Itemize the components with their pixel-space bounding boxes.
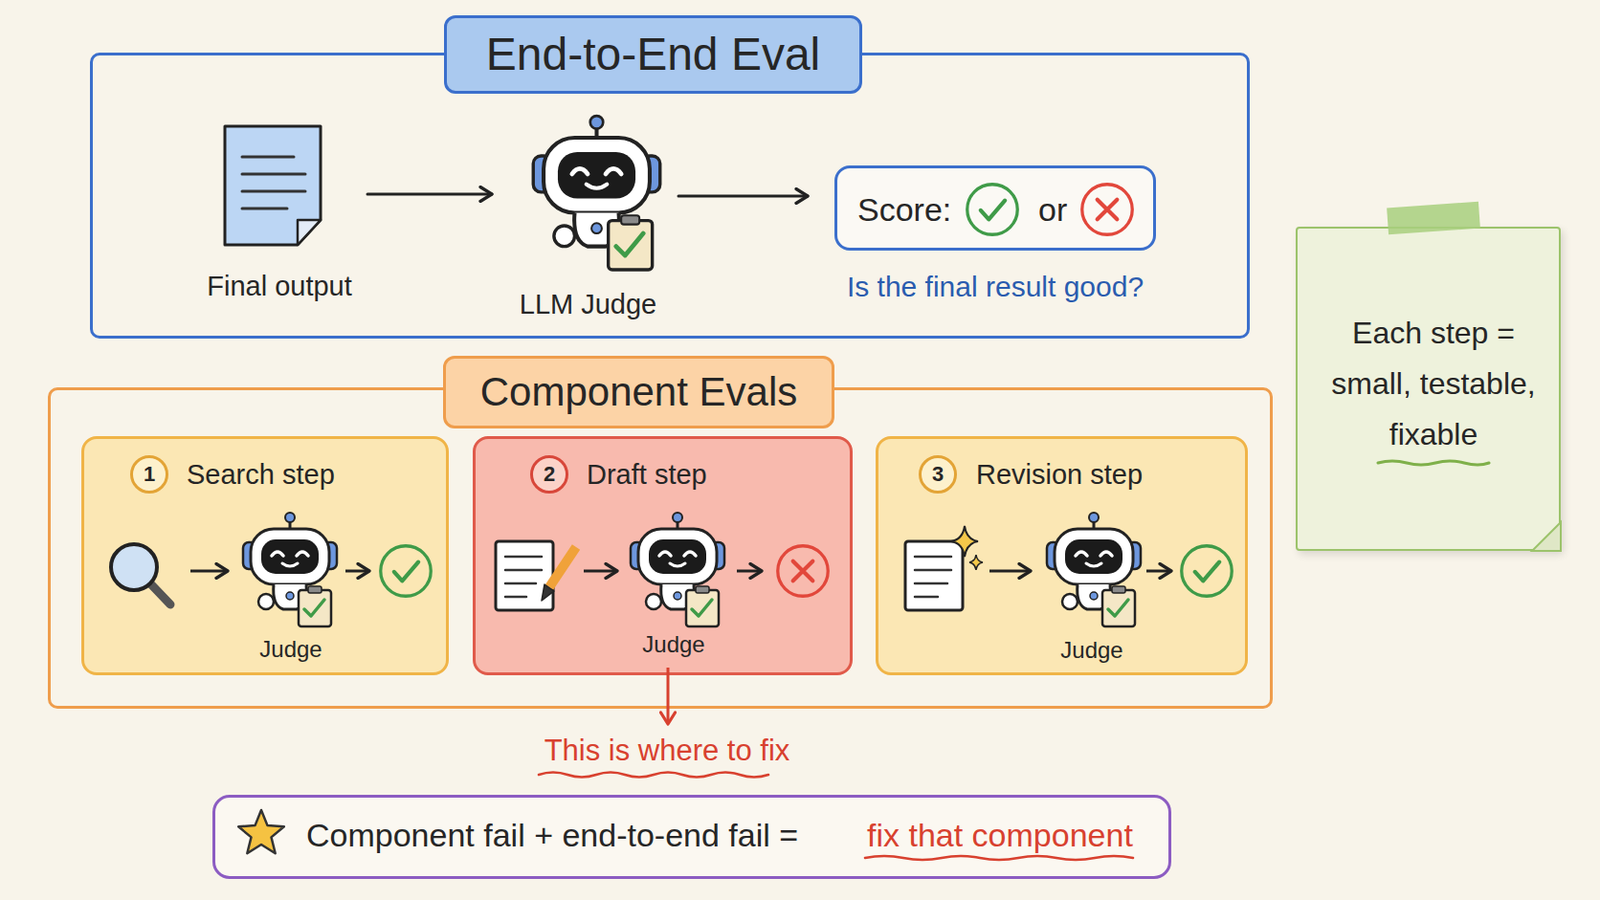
output-document: Final output — [191, 110, 368, 307]
node-text: 2 — [533, 461, 566, 489]
judge-robot: Judge — [234, 505, 348, 664]
node-text: Score: — [857, 189, 963, 231]
node-text: Judge — [1035, 636, 1149, 666]
flow-arrow — [367, 193, 492, 197]
document-icon — [224, 126, 321, 245]
llm-judge: LLM Judge — [497, 105, 679, 321]
sticky-note: Each step = small, testable, fixable — [1295, 226, 1561, 552]
score-box: Score: or — [834, 165, 1156, 251]
rule-box: Component fail + end-to-end fail = fix th… — [212, 795, 1172, 880]
annotation-label: This is where to fix — [523, 732, 811, 770]
robot-judge-icon — [533, 115, 660, 270]
node-text: Component fail + end-to-end fail = — [306, 815, 852, 857]
judge-robot: Judge — [1035, 505, 1149, 664]
node-text: Judge — [234, 635, 348, 665]
node-text: Search step — [186, 457, 417, 492]
wavy-underline — [538, 773, 769, 778]
step-box-failing: Draft step 2Judge — [472, 436, 853, 676]
document-fold — [297, 220, 321, 245]
annotation-label: Is the final result good? — [822, 268, 1168, 306]
judge-robot: Judge — [617, 505, 731, 659]
node-subtext: or — [1038, 189, 1077, 231]
node-text: 1 — [133, 461, 166, 489]
node-text: Component Evals — [443, 355, 835, 429]
callout-number: 3 — [918, 455, 957, 494]
callout-number: 2 — [530, 455, 569, 494]
node-text: Revision step — [976, 457, 1225, 492]
callout-number: 1 — [130, 455, 169, 494]
node-text: Final output — [191, 268, 368, 304]
step-box: Revision step 3Judge — [875, 436, 1248, 676]
node-subtext: fix that component — [866, 815, 1155, 857]
node-text: End-to-End Eval — [444, 15, 863, 94]
component-panel: Component EvalsSearch step1JudgeDraft st… — [47, 387, 1273, 710]
flow-arrow — [678, 195, 808, 199]
node-text: 3 — [921, 461, 955, 489]
document-lines — [242, 156, 306, 209]
node-text: Judge — [617, 630, 731, 660]
document-sheet — [224, 126, 321, 245]
node-text: LLM Judge — [497, 287, 679, 322]
fix-pointer-arrow — [666, 667, 670, 725]
node-text: Draft step — [586, 457, 817, 492]
node-text: Each step = small, testable, fixable — [1322, 308, 1545, 461]
step-box: Search step 1Judge — [81, 436, 449, 676]
